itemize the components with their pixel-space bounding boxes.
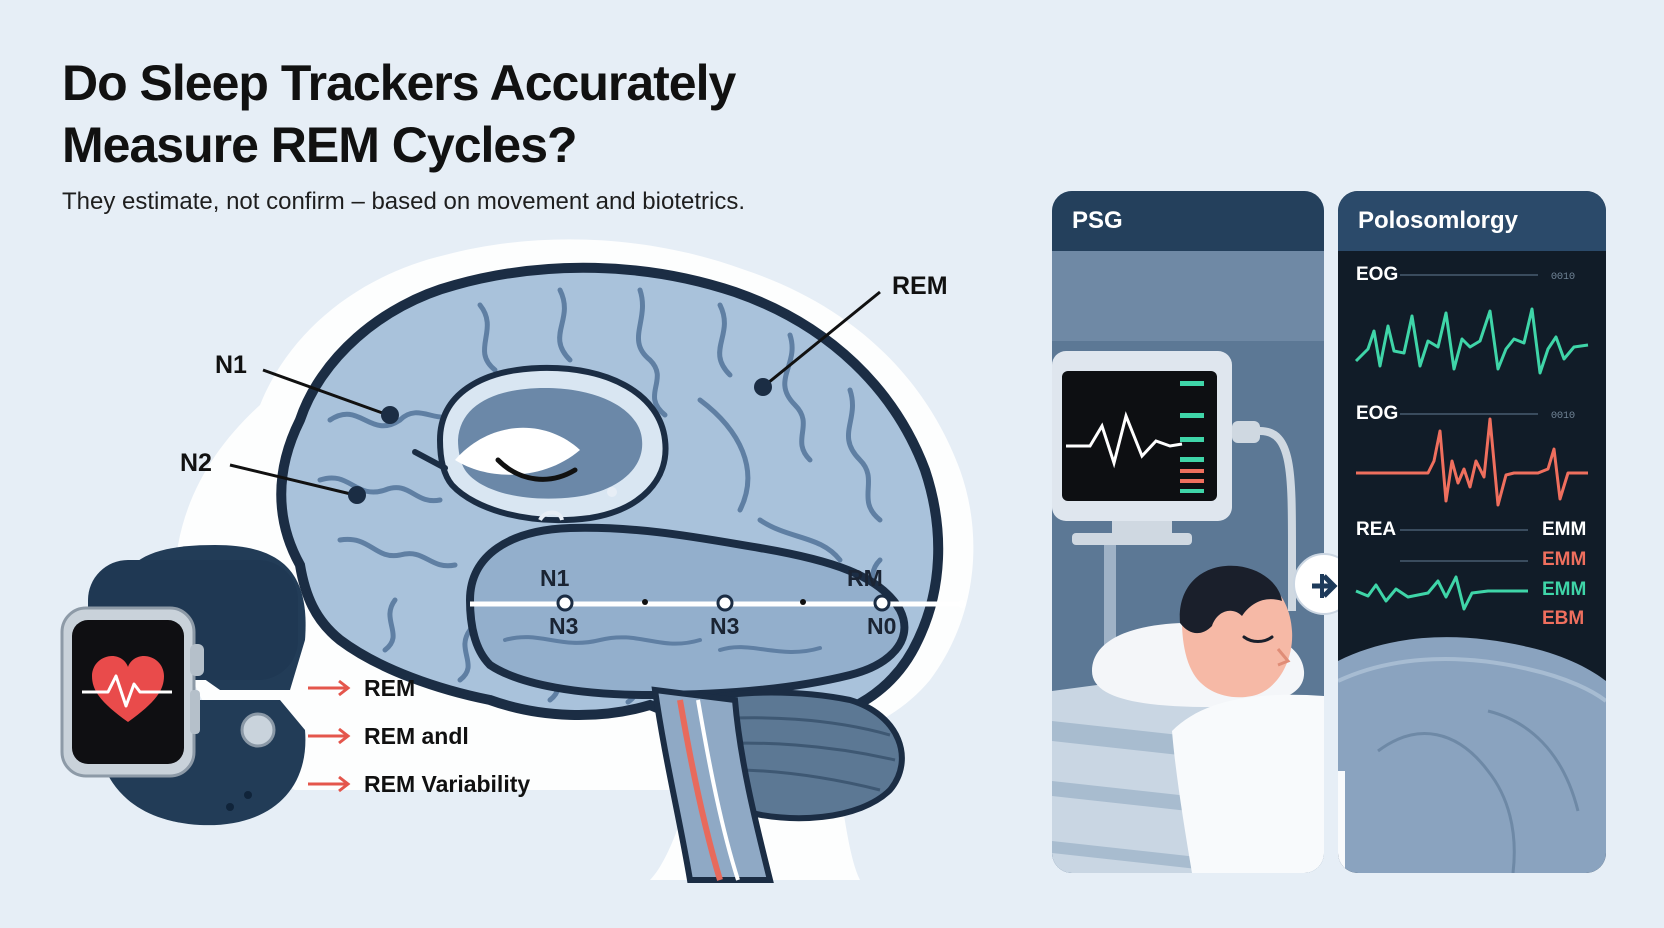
callout-line-n1 xyxy=(262,368,389,417)
watch-metric-label: REM xyxy=(364,674,416,701)
heart-icon xyxy=(92,656,164,722)
callout-label-n1: N1 xyxy=(215,351,247,379)
page-title: Do Sleep Trackers Accurately Measure REM… xyxy=(62,52,736,176)
callout-line-n2 xyxy=(229,463,356,497)
watch-metric-item: REM andl xyxy=(306,712,530,760)
timeline-node-3 xyxy=(873,594,891,612)
sleep-lab-illustration xyxy=(1052,251,1324,873)
brain-illustration: N1 RM N3 N3 N0 N1 N2 REM xyxy=(60,239,974,883)
stage-bottom-2: N3 xyxy=(710,613,739,639)
watch-metric-label: REM Variability xyxy=(364,770,531,797)
callout-line-rem xyxy=(762,290,881,389)
timeline-node-1 xyxy=(556,594,574,612)
signal-label-eog-1: EOG xyxy=(1356,264,1398,285)
signal-label-ebm: EBM xyxy=(1542,608,1584,629)
eog-trace-green xyxy=(1354,307,1589,375)
polysomnography-signals: EOG ΘΘ1Θ EOG ΘΘ1Θ REA EMM EMM EMM EBM xyxy=(1338,264,1606,873)
psg-panel: PSG xyxy=(1052,191,1324,873)
smartwatch-icon xyxy=(60,545,306,826)
blanket-edge xyxy=(1172,694,1324,873)
callout-label-n2: N2 xyxy=(180,449,212,477)
signal-label-eog-2: EOG xyxy=(1356,403,1398,424)
watch-metric-item: REM xyxy=(306,664,530,712)
watch-sensor xyxy=(240,712,276,748)
stage-top-2: RM xyxy=(847,565,883,591)
stage-bottom-3: N0 xyxy=(867,613,896,639)
timeline-node-2 xyxy=(716,594,734,612)
arrow-right-icon xyxy=(308,679,351,697)
signal-tag-1: ΘΘ1Θ xyxy=(1551,272,1575,283)
arrow-right-icon xyxy=(308,775,351,793)
signal-label-emm-1: EMM xyxy=(1542,519,1586,540)
poly-panel-title: Polosomlorgy xyxy=(1338,191,1606,251)
eog-trace-red xyxy=(1356,417,1588,507)
signal-label-rea: REA xyxy=(1356,519,1396,540)
callout-label-rem: REM xyxy=(892,272,948,300)
closed-eye-icon xyxy=(455,427,580,475)
arrow-right-icon xyxy=(308,727,351,745)
stage-bottom-1: N3 xyxy=(549,613,578,639)
emg-trace-green xyxy=(1355,575,1528,611)
signal-tag-2: ΘΘ1Θ xyxy=(1551,411,1575,422)
spinal-nerve xyxy=(677,699,723,881)
title-line-2: Measure REM Cycles? xyxy=(62,117,578,173)
watch-metrics-list: REM REM andl REM Variability xyxy=(306,664,530,808)
heartbeat-icon xyxy=(82,674,172,708)
watch-metric-item: REM Variability xyxy=(306,760,530,808)
signal-label-emm-2: EMM xyxy=(1542,549,1586,570)
polysomnography-panel: Polosomlorgy EOG ΘΘ1Θ EOG ΘΘ1Θ REA EMM E… xyxy=(1338,191,1606,873)
watch-metric-label: REM andl xyxy=(364,722,469,749)
psg-panel-title: PSG xyxy=(1052,191,1324,251)
signal-label-emm-3: EMM xyxy=(1542,579,1586,600)
stage-top-1: N1 xyxy=(540,565,570,591)
page-subtitle: They estimate, not confirm – based on mo… xyxy=(62,188,746,215)
title-line-1: Do Sleep Trackers Accurately xyxy=(62,55,736,111)
